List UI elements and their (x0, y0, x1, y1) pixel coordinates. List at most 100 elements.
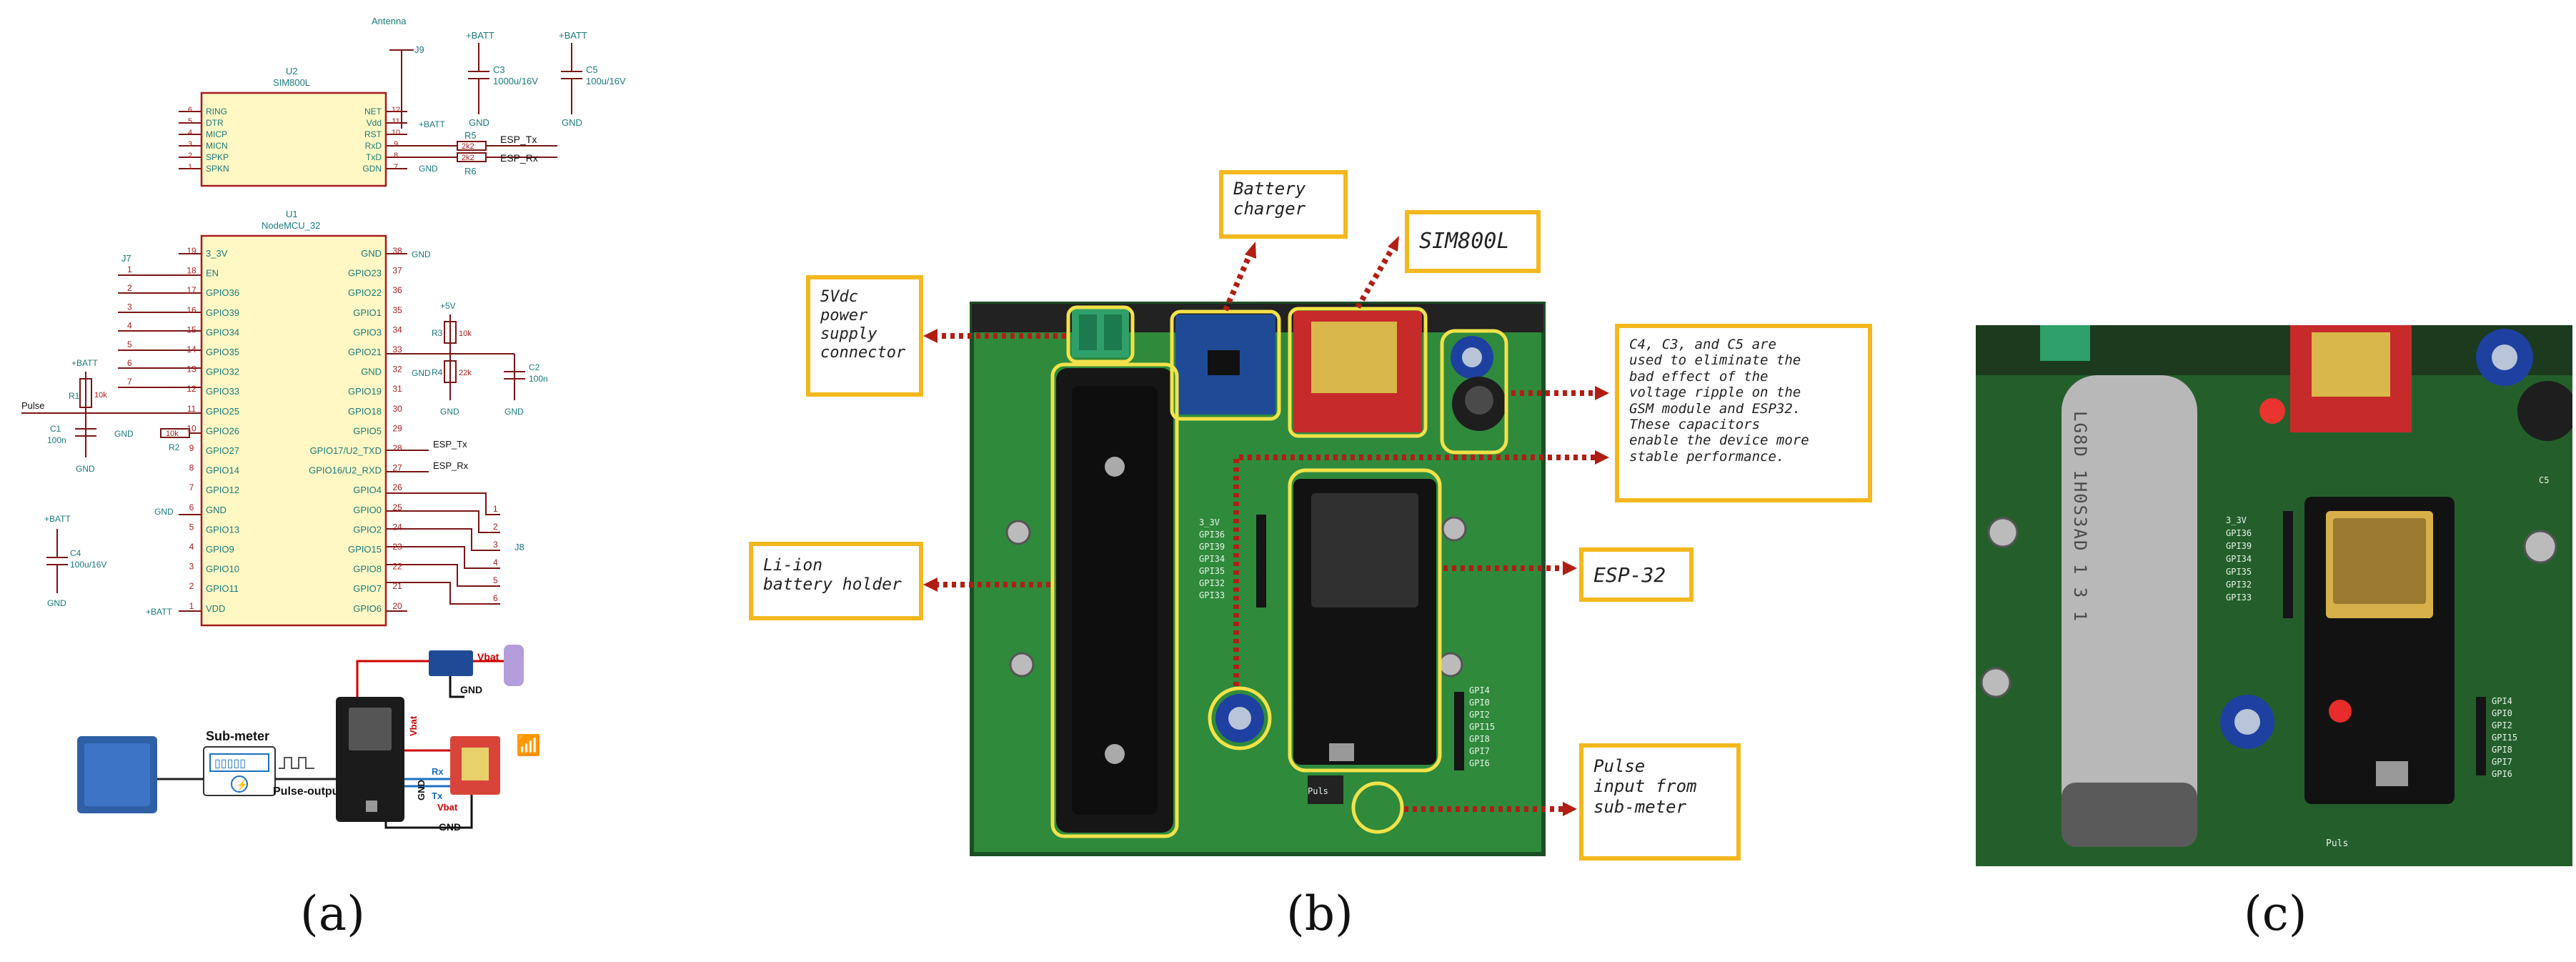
u1-pin-number: 1 (189, 601, 194, 611)
u1-pin-number: 31 (392, 384, 402, 394)
u1-pin-number: 5 (189, 522, 194, 532)
r3-label: R3 (432, 328, 443, 338)
u1-pin-number: 16 (187, 305, 197, 315)
silk-pin-label: GPI0 (1469, 698, 1490, 708)
silk-pin-label: 3_3V (2226, 515, 2247, 525)
silk-pin-label: GPI33 (2226, 592, 2252, 603)
c-c5-silk: C5 (2539, 475, 2550, 485)
silk-pin-label: GPI4 (2492, 696, 2512, 706)
u2-pin-number: 8 (394, 152, 398, 160)
c4-highlight (1208, 686, 1272, 750)
u1-pin-number: 9 (189, 443, 194, 453)
gnd-mid-label: GND (416, 780, 427, 800)
schematic: Antenna J9 +BATT +BATT C3 1000u/16V C5 1… (21, 16, 626, 833)
u1-pin-name: GPIO10 (206, 564, 239, 575)
j7-pin-number: 1 (127, 264, 132, 274)
batt-r1: +BATT (71, 358, 98, 368)
svg-text:⚡: ⚡ (236, 779, 248, 791)
u2-batt: +BATT (419, 119, 445, 129)
j7-label: J7 (121, 253, 131, 264)
j7-pin-number: 2 (127, 283, 132, 293)
u1-pin-number: 12 (187, 384, 197, 394)
u1-pin-name: GPIO17/U2_TXD (310, 445, 382, 456)
u1-pin-number: 30 (392, 404, 402, 414)
u1-pin-name: GND (206, 505, 227, 515)
pulse-label: Pulse (21, 400, 45, 411)
u2-pin-name: NET (364, 106, 382, 116)
esp32-annotation: ESP-32 (1579, 547, 1694, 602)
j8-pin-number: 3 (493, 540, 498, 550)
u1-pin-name: GPIO15 (348, 544, 382, 555)
u1-pin-number: 2 (189, 581, 194, 591)
u1-pin-number: 36 (392, 285, 402, 295)
u1-esp-tx: ESP_Tx (433, 439, 467, 450)
u1-name: NodeMCU_32 (262, 220, 320, 231)
batt-label-2: +BATT (559, 30, 587, 41)
pulse-output-label: Pulse-output (273, 785, 343, 798)
u1-pin-number: 20 (392, 601, 402, 611)
panel-a: Antenna J9 +BATT +BATT C3 1000u/16V C5 1… (0, 0, 665, 941)
c4-label: C4 (70, 548, 81, 558)
u2-pin-number: 10 (392, 129, 400, 137)
u1-pin-name: GPIO32 (206, 367, 239, 377)
u1-pin-number: 3 (189, 562, 194, 572)
silk-pin-label: GPI2 (2492, 720, 2512, 730)
u1-pin-name: GPIO36 (206, 287, 239, 298)
u1-pin-name: GPIO1 (353, 307, 382, 318)
submeter-label: Sub-meter (206, 729, 269, 743)
u1-pin-name: GPIO21 (348, 347, 382, 357)
silk-pin-label: GPI34 (2226, 554, 2252, 564)
u2-pin-number: 2 (188, 152, 192, 160)
plus5v-label: +5V (440, 301, 456, 311)
u1-pin-name: GPIO18 (348, 406, 382, 417)
silk-pin-label: GPI32 (2226, 580, 2252, 590)
u1-pin-number: 34 (392, 324, 402, 334)
u1-pin-name: GPIO9 (206, 544, 234, 555)
gnd-r4: GND (440, 407, 459, 417)
gnd-c2: GND (504, 407, 524, 417)
silk-pin-label: GPI0 (2492, 708, 2512, 718)
caption-c: (c) (2244, 886, 2307, 941)
u1-left-pins: 3_3V19EN18GPIO3617GPIO3916GPIO3415GPIO35… (187, 246, 239, 614)
silk-pin-label: GPI39 (2226, 541, 2252, 551)
r6-value: 2k2 (462, 154, 474, 162)
u2-pin-number: 1 (188, 163, 192, 172)
u1-pin-number: 26 (392, 482, 402, 492)
battery-print: LG8D 1H0S3AD 1 3 1 (2070, 411, 2090, 623)
u1-pin-name: GND (361, 248, 382, 259)
c1-label: C1 (50, 424, 61, 434)
u1-pin-number: 24 (392, 522, 402, 532)
j7-pin-number: 4 (127, 321, 132, 331)
c4-batt: +BATT (44, 514, 71, 524)
capacitors-annotation: C4, C3, and C5 are used to eliminate the… (1615, 324, 1872, 502)
r1-value: 10k (94, 391, 107, 400)
u1-pin-name: GPIO12 (206, 485, 239, 495)
gnd-r2: GND (114, 429, 134, 439)
j8-label: J8 (514, 542, 524, 552)
u2-pin-name: MICN (206, 141, 228, 151)
silk-pin-label: GPI6 (1469, 758, 1490, 768)
u1-esp-rx: ESP_Rx (433, 460, 469, 471)
u1-pin-number: 28 (392, 443, 402, 453)
j8-pin-number: 4 (493, 557, 498, 567)
u1-pin-name: GPIO39 (206, 307, 239, 318)
lightning-icon (231, 775, 248, 793)
u2-pin-name: DTR (206, 118, 224, 128)
u1-pin-name: GPIO5 (353, 425, 382, 436)
vbat-bottom-label: Vbat (437, 802, 458, 813)
u1-ref: U1 (286, 209, 298, 219)
caption-b: (b) (1286, 886, 1353, 941)
u1-pin-name: GPIO35 (206, 347, 239, 357)
u1-pin-name: GPIO0 (353, 505, 382, 515)
u1-gnd-mid: GND (412, 368, 431, 378)
silk-pin-label: GPI32 (1199, 578, 1225, 588)
close-up-photo (1976, 325, 2572, 866)
u1-pin-number: 15 (187, 324, 197, 334)
u1-pin-name: 3_3V (206, 248, 228, 259)
